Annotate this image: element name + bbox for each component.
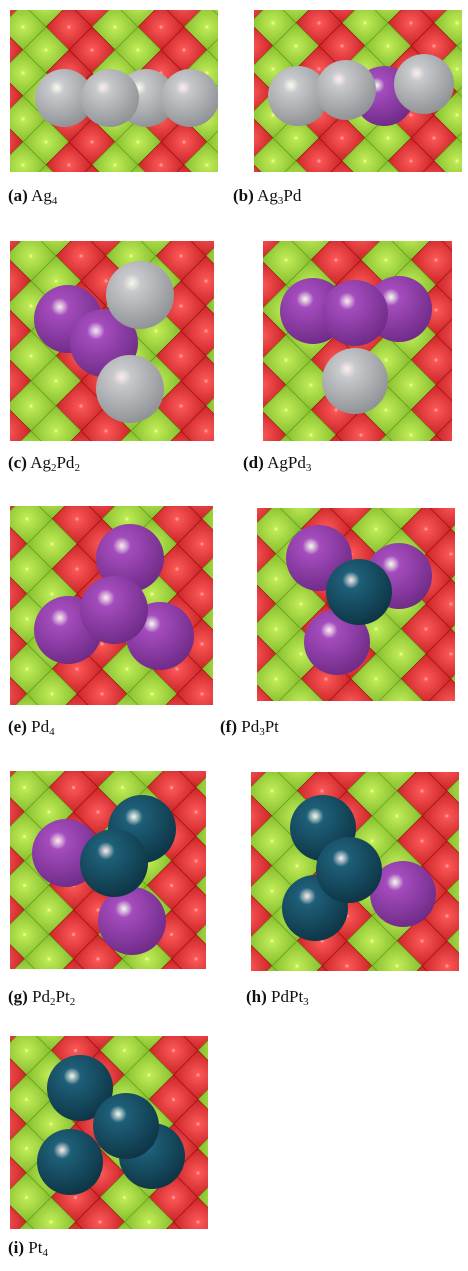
palladium-atom (96, 524, 164, 592)
caption-i-formula: Pt4 (28, 1238, 48, 1259)
panel-a-image (10, 10, 218, 172)
caption-h: (h) PdPt3 (246, 987, 309, 1008)
caption-c: (c) Ag2Pd2 (8, 453, 80, 474)
panel-i-image (10, 1036, 208, 1229)
silver-atom (106, 261, 174, 329)
silver-atom (35, 69, 93, 127)
platinum-atom (316, 837, 382, 903)
panel-g-image (10, 771, 206, 969)
palladium-atom (304, 609, 370, 675)
caption-i-tag: (i) (8, 1238, 25, 1257)
platinum-atom (80, 829, 148, 897)
silver-atom (394, 54, 454, 114)
platinum-atom (47, 1055, 113, 1121)
silver-atom (161, 69, 218, 127)
caption-a: (a) Ag4 (8, 186, 57, 207)
panel-d-svg (263, 241, 452, 441)
caption-d: (d) AgPd3 (243, 453, 311, 474)
silver-atom (96, 355, 164, 423)
caption-f-tag: (f) (220, 717, 237, 736)
silver-atom (322, 348, 388, 414)
palladium-atom (98, 887, 166, 955)
caption-a-formula: Ag4 (31, 186, 58, 207)
platinum-atom (93, 1093, 159, 1159)
panel-e-svg (10, 506, 213, 705)
platinum-atom (326, 559, 392, 625)
panel-f-image (257, 508, 455, 701)
panel-d-image (263, 241, 452, 441)
platinum-atom (37, 1129, 103, 1195)
surface-lattice (10, 10, 218, 172)
silver-atom (268, 66, 328, 126)
panel-h-image (251, 772, 459, 971)
panel-a-svg (10, 10, 218, 172)
caption-c-formula: Ag2Pd2 (30, 453, 80, 474)
caption-e: (e) Pd4 (8, 717, 55, 738)
silver-atom (316, 60, 376, 120)
caption-d-tag: (d) (243, 453, 264, 472)
caption-f: (f) Pd3Pt (220, 717, 279, 738)
caption-e-tag: (e) (8, 717, 27, 736)
caption-d-formula: AgPd3 (267, 453, 312, 474)
caption-f-formula: Pd3Pt (241, 717, 279, 738)
panel-b-svg (254, 10, 462, 172)
caption-g: (g) Pd2Pt2 (8, 987, 75, 1008)
palladium-atom (370, 861, 436, 927)
caption-b: (b) Ag3Pd (233, 186, 301, 207)
panel-f-svg (257, 508, 455, 701)
palladium-atom (322, 280, 388, 346)
caption-h-formula: PdPt3 (271, 987, 309, 1008)
caption-h-tag: (h) (246, 987, 267, 1006)
caption-i: (i) Pt4 (8, 1238, 48, 1259)
panel-c-svg (10, 241, 214, 441)
caption-a-tag: (a) (8, 186, 28, 205)
panel-h-svg (251, 772, 459, 971)
panel-c-image (10, 241, 214, 441)
caption-g-tag: (g) (8, 987, 28, 1006)
caption-b-formula: Ag3Pd (257, 186, 302, 207)
palladium-atom (80, 576, 148, 644)
caption-e-formula: Pd4 (31, 717, 55, 738)
caption-b-tag: (b) (233, 186, 254, 205)
panel-i-svg (10, 1036, 208, 1229)
caption-c-tag: (c) (8, 453, 27, 472)
panel-b-image (254, 10, 462, 172)
panel-g-svg (10, 771, 206, 969)
caption-g-formula: Pd2Pt2 (32, 987, 76, 1008)
panel-e-image (10, 506, 213, 705)
silver-atom (81, 69, 139, 127)
